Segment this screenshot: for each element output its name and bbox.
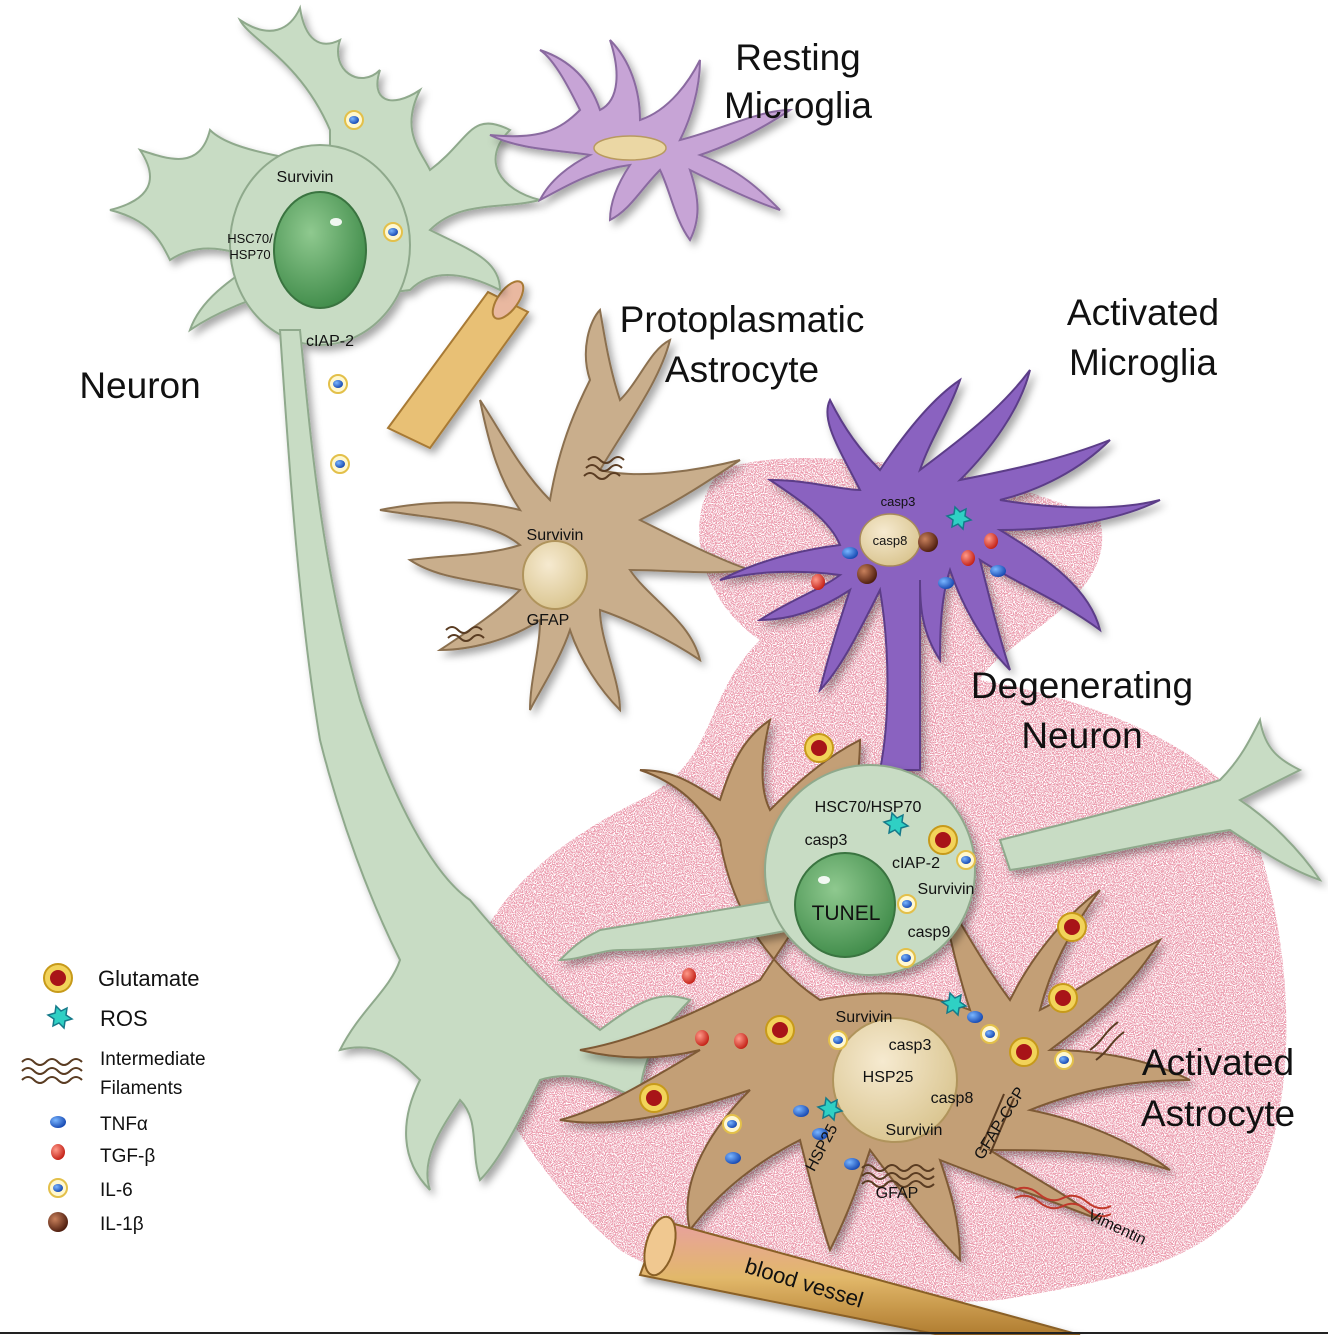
microglia-casp8-label: casp8 [873,533,908,548]
degenerating-neuron-title-2: Neuron [1021,715,1142,756]
astrocyte-survivin-label: Survivin [527,527,584,544]
glutamate-icon [44,964,72,992]
act-astro-hsp25-label: HSP25 [863,1069,914,1086]
degen-casp3-label: casp3 [805,832,848,849]
astrocyte-gfap-label: GFAP [527,612,570,629]
astrocyte-nucleus [523,541,587,609]
resting-microglia-title-2: Microglia [724,85,872,126]
legend-filaments-2: Filaments [100,1078,182,1099]
legend-filaments-1: Intermediate [100,1049,206,1070]
filament-icon [22,1059,82,1083]
il6-icon [49,1179,67,1197]
degen-hsc70-label: HSC70/HSP70 [815,799,922,816]
small-vessel [388,276,529,448]
il1-icon [48,1212,68,1232]
resting-microglia-title-1: Resting [735,37,860,78]
activated-astrocyte-title-2: Astrocyte [1141,1093,1295,1134]
microglia-casp3-label: casp3 [881,494,916,509]
activated-astrocyte-title-1: Activated [1142,1042,1294,1083]
neuron-hsc70-label-1: HSC70/ [227,231,273,246]
neuron-hsc70-label-2: HSP70 [229,247,270,262]
degen-casp9-label: casp9 [908,924,951,941]
legend-tnf: TNFα [100,1114,148,1135]
tgf-icon [51,1144,65,1160]
act-astro-survivin2-label: Survivin [886,1122,943,1139]
astrocyte-title-1: Protoplasmatic [620,299,865,340]
neuron-survivin-label: Survivin [277,169,334,186]
legend: Glutamate ROS Intermediate Filaments TNF… [22,964,206,1235]
legend-tgf: TGF-β [100,1146,155,1167]
degen-tunel-label: TUNEL [812,902,881,925]
resting-microglia-nucleus [594,136,666,160]
neuron-nucleus [274,192,366,308]
neuron-title: Neuron [79,365,200,406]
act-astro-casp3-label: casp3 [889,1037,932,1054]
legend-glutamate: Glutamate [98,966,200,991]
activated-microglia-title-2: Microglia [1069,342,1217,383]
degen-survivin-label: Survivin [918,881,975,898]
legend-il6: IL-6 [100,1180,133,1201]
activated-microglia-title-1: Activated [1067,292,1219,333]
legend-il1: IL-1β [100,1214,144,1235]
act-astro-gfap-label: GFAP [876,1185,919,1202]
legend-ros: ROS [100,1006,148,1031]
act-astro-casp8-label: casp8 [931,1090,974,1107]
act-astro-survivin-label: Survivin [836,1009,893,1026]
neuron-ciap2-label: cIAP-2 [306,333,354,350]
astrocyte-title-2: Astrocyte [665,349,819,390]
tnf-icon [50,1116,66,1128]
degen-ciap2-label: cIAP-2 [892,855,940,872]
degenerating-neuron-title-1: Degenerating [971,665,1193,706]
ros-icon [48,1006,72,1028]
